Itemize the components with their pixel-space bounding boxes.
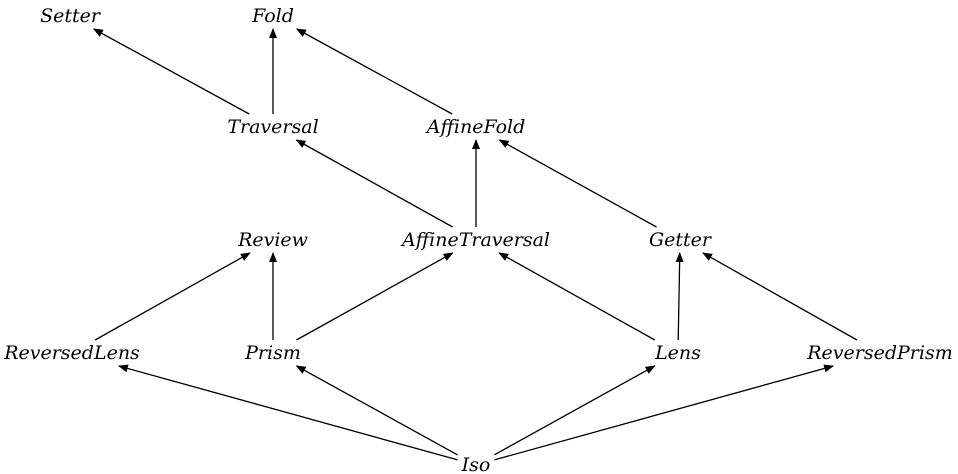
node-reversedprism: ReversedPrism: [806, 342, 952, 364]
edge-lens-to-getter: [675, 252, 684, 341]
edge-iso-to-reversedprism: [494, 364, 835, 461]
node-iso: Iso: [461, 454, 491, 474]
edge-getter-to-affinefold: [498, 139, 657, 228]
edge-iso-to-prism: [295, 365, 458, 456]
edge-iso-to-lens: [494, 365, 656, 456]
edge-reversedprism-to-getter: [702, 252, 858, 341]
node-affinefold: AffineFold: [425, 116, 526, 138]
node-review: Review: [237, 229, 308, 251]
node-reversedlens: ReversedLens: [3, 342, 140, 364]
node-prism: Prism: [244, 342, 301, 364]
node-setter: Setter: [40, 5, 102, 27]
edge-affinefold-to-fold: [295, 28, 453, 115]
node-fold: Fold: [251, 5, 294, 27]
nodes-layer: Setter Fold Traversal AffineFold Review …: [3, 5, 953, 474]
edge-iso-to-reversedlens: [117, 364, 458, 461]
edge-reversedlens-to-review: [94, 252, 251, 341]
node-affinetraversal: AffineTraversal: [400, 229, 550, 251]
edge-traversal-to-setter: [92, 28, 250, 115]
edge-lens-to-affinetraversal: [498, 252, 656, 341]
node-getter: Getter: [649, 229, 713, 251]
edge-prism-to-affinetraversal: [296, 252, 454, 341]
node-lens: Lens: [654, 342, 701, 364]
edge-affinetraversal-to-traversal: [295, 139, 453, 228]
node-traversal: Traversal: [227, 116, 318, 138]
edges-layer: [92, 28, 858, 461]
